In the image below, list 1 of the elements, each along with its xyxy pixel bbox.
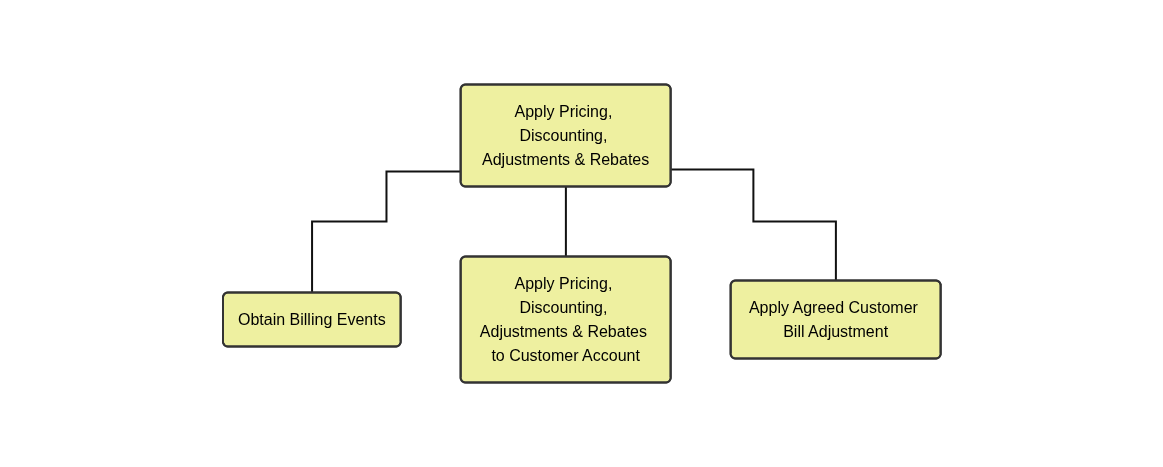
connector: [564, 186, 567, 258]
